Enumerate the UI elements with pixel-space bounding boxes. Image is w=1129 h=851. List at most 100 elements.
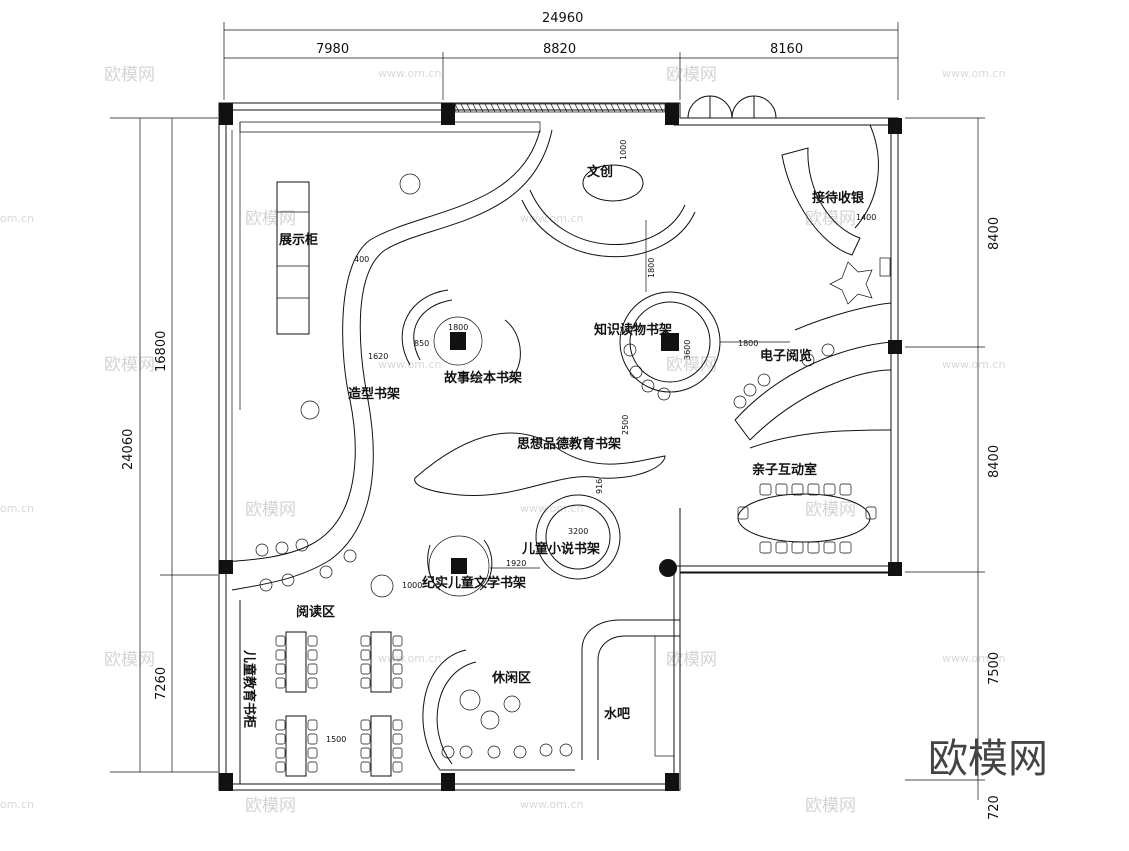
stool [623,343,637,357]
label-children-education-shelf: 儿童教育书柜 [241,649,257,728]
column [219,560,233,574]
watermark-brand: 欧模网 [104,355,155,375]
chair [392,747,403,759]
watermark-url: www.om.cn [942,652,1005,665]
watermark-brand: 欧模网 [805,209,856,229]
children-education-shelf: 儿童教育书柜 [239,600,257,784]
watermark-brand: 欧模网 [245,500,296,520]
dim-left-b: 7260 [154,667,169,700]
label-lounge-area: 休闲区 [491,670,531,686]
stool [300,400,320,420]
stool [295,538,309,552]
dim-1620: 1620 [368,352,388,361]
chair [360,635,371,647]
chair [392,719,403,731]
chair [807,541,820,554]
chair [839,483,852,496]
label-water-bar: 水吧 [604,706,630,722]
stool [459,745,473,759]
column [665,773,679,791]
dim-1800-v: 1800 [647,258,656,278]
label-classic-children-lit-shelf: 纪实儿童文学书架 [422,575,526,591]
label-parent-child-room: 亲子互动室 [752,462,817,478]
chair [307,677,318,689]
stool [641,379,655,393]
chair [360,733,371,745]
stool [480,710,500,730]
label-shaped-bookshelf: 造型书架 [348,386,400,402]
chair [791,541,804,554]
watermark-brand: 欧模网 [805,500,856,520]
stool [399,173,421,195]
dim-1800: 1800 [448,323,468,332]
chair [360,761,371,773]
chair [360,719,371,731]
brand-logo: 欧模网 [928,736,1048,782]
stool [513,745,527,759]
chair [823,541,836,554]
label-reading-area: 阅读区 [296,604,335,620]
chair [307,649,318,661]
label-children-novel-shelf: 儿童小说书架 [521,541,600,557]
chair [360,677,371,689]
stool [539,743,553,757]
column [441,103,455,125]
left-dimensions: 24060 16800 7260 [110,117,218,773]
dim-2500: 2500 [621,415,630,435]
chair [275,719,286,731]
watermark-url: www.om.cn [520,798,583,811]
reading-area: 阅读区 1500 [285,604,392,777]
water-dispenser-icon [879,257,891,277]
watermark-brand: 欧模网 [245,796,296,816]
label-story-picture-bookshelf: 故事绘本书架 [444,370,522,386]
stool [255,543,269,557]
column [665,103,679,125]
dim-3600: 3600 [683,340,692,360]
stool [259,578,273,592]
column [219,103,233,125]
chair [392,649,403,661]
stool [275,541,289,555]
stool [743,383,757,397]
knowledge-reading-shelf: 知识读物书架 1800 1800 3600 [594,220,790,393]
watermark-brand: 欧模网 [666,355,717,375]
stool [343,549,357,563]
column [888,340,902,354]
chair [737,506,749,520]
furniture-chairs [255,173,877,773]
stool [801,353,815,367]
watermark-url: om.cn [0,212,34,225]
stool [441,745,455,759]
chair [275,649,286,661]
label-e-reading: 电子阅览 [760,348,812,364]
children-novel-shelf: 儿童小说书架 3200 [521,494,621,580]
watermark-url: om.cn [0,502,34,515]
dim-916: 916 [595,479,604,494]
watermark-brand: 欧模网 [104,650,155,670]
label-knowledge-reading-shelf: 知识读物书架 [594,322,672,338]
chair [275,747,286,759]
dim-1500: 1500 [326,735,346,744]
stool [503,695,521,713]
dim-left-a: 16800 [154,331,169,372]
dim-top-total: 24960 [542,11,583,26]
watermark-url: www.om.cn [520,502,583,515]
chair [775,541,788,554]
stool [821,343,835,357]
watermark-brand: 欧模网 [245,209,296,229]
chair [392,663,403,675]
watermark-url: om.cn [0,798,34,811]
chair [759,483,772,496]
chair [839,541,852,554]
dim-top-a: 7980 [316,42,349,57]
chair [307,761,318,773]
chair [791,483,804,496]
e-reading-area: 电子阅览 [734,302,892,449]
dim-right-c: 7500 [987,652,1002,685]
chair [307,719,318,731]
chair [275,761,286,773]
moral-education-shelf: 思想品德教育书架 2500 916 [414,415,666,497]
stool [629,365,643,379]
